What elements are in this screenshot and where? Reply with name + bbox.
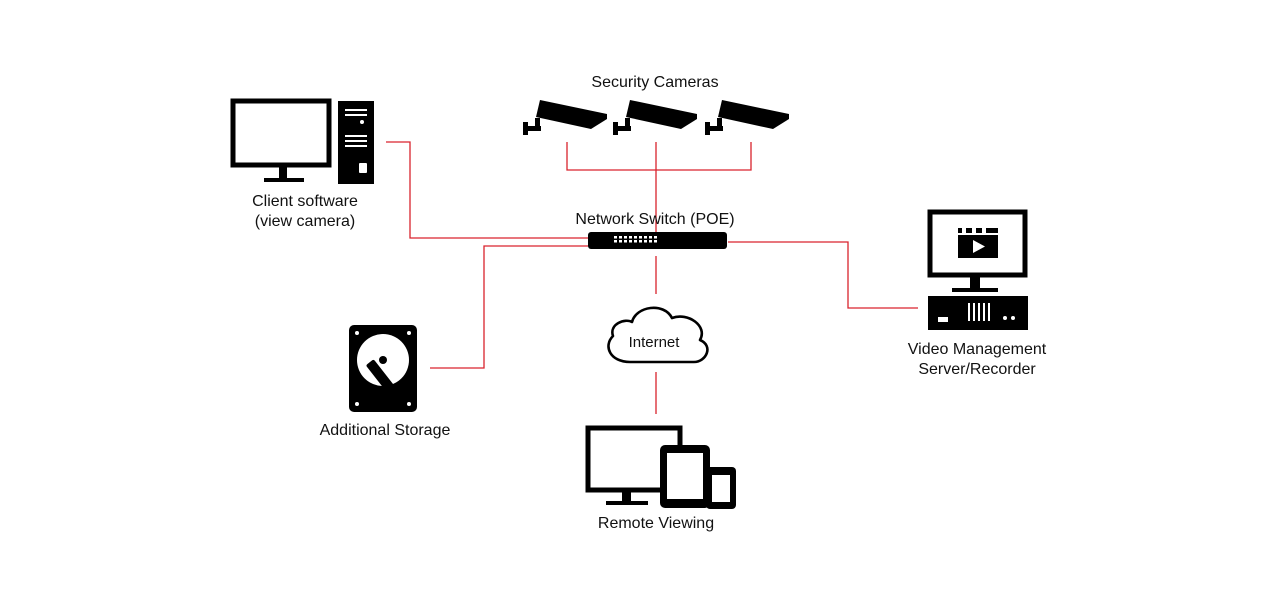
switch-port — [619, 236, 622, 239]
cloud-icon — [607, 306, 709, 364]
storage-label: Additional Storage — [319, 422, 451, 439]
switch-port — [654, 240, 657, 243]
edge-storage-switch — [430, 245, 588, 369]
switch-port — [614, 236, 617, 239]
switch-port — [644, 236, 647, 239]
edge-vms-switch — [728, 241, 918, 309]
video-recorder-icon — [927, 209, 1028, 330]
switch-port — [649, 240, 652, 243]
vms-label-line1: Video Management — [907, 341, 1047, 358]
multi-device-icon — [585, 425, 736, 509]
desktop-pc-icon — [230, 98, 374, 184]
client-label-line2: (view camera) — [254, 213, 356, 230]
cameras-label: Security Cameras — [591, 74, 719, 91]
connection-lines — [386, 141, 918, 414]
switch-port — [639, 240, 642, 243]
switch-port — [649, 236, 652, 239]
remote-label: Remote Viewing — [597, 515, 715, 532]
network-switch-icon — [588, 232, 727, 249]
switch-port — [654, 236, 657, 239]
switch-port — [644, 240, 647, 243]
switch-label: Network Switch (POE) — [575, 211, 735, 228]
internet-label: Internet — [628, 334, 680, 351]
edge-cameras-bus — [566, 142, 752, 171]
switch-port — [614, 240, 617, 243]
switch-port — [624, 236, 627, 239]
switch-port — [634, 240, 637, 243]
switch-port — [624, 240, 627, 243]
switch-port — [629, 236, 632, 239]
edge-client-switch — [386, 141, 588, 239]
client-label-line1: Client software — [252, 193, 358, 210]
switch-port — [629, 240, 632, 243]
security-camera-icon — [523, 100, 789, 135]
switch-port — [634, 236, 637, 239]
switch-port — [619, 240, 622, 243]
switch-port — [639, 236, 642, 239]
vms-label-line2: Server/Recorder — [918, 361, 1036, 378]
hard-drive-icon — [349, 325, 417, 412]
